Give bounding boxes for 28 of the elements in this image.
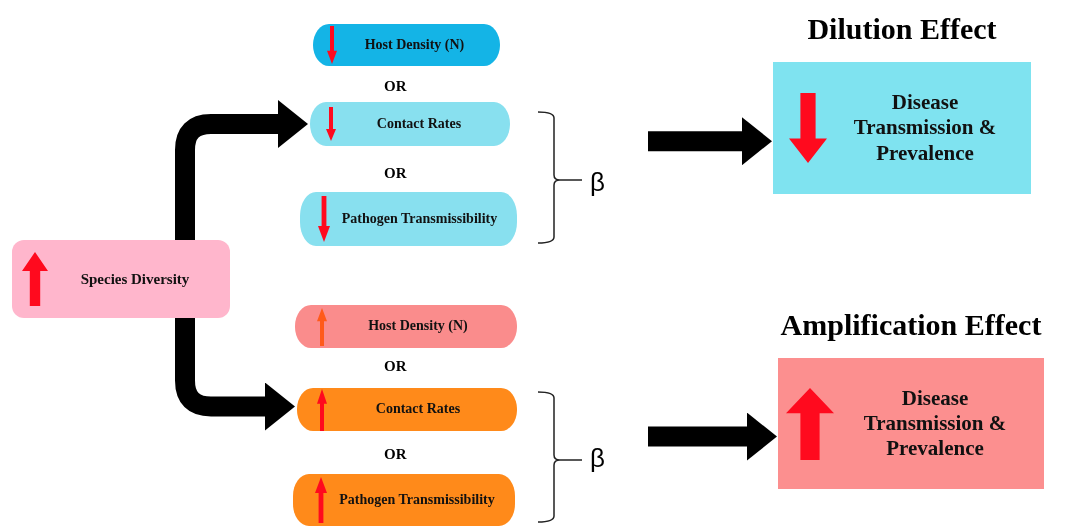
factor-pill [297, 388, 517, 431]
arrow [175, 318, 295, 431]
node-label: Pathogen Transmissibility [338, 491, 496, 509]
arrow [175, 100, 308, 240]
node-label: Contact Rates [374, 401, 462, 418]
factor-pill [300, 192, 517, 246]
connector-word: OR [384, 165, 407, 182]
connector-word: OR [384, 78, 407, 95]
arrow [648, 117, 772, 166]
node-label: Disease Transmission & Prevalence [862, 385, 1008, 462]
section-heading: Amplification Effect [780, 308, 1042, 342]
node-label: Disease Transmission & Prevalence [852, 90, 998, 166]
node-label: Host Density (N) [363, 36, 466, 54]
factor-pill [295, 305, 517, 348]
node-label: Species Diversity [79, 270, 191, 288]
factor-pill [310, 102, 510, 146]
factor-pill [293, 474, 515, 526]
driver-box [12, 240, 230, 318]
connector-word: OR [384, 446, 407, 463]
node-label: Pathogen Transmissibility [340, 210, 499, 228]
node-label: Host Density (N) [367, 318, 469, 335]
parameter-symbol: β [590, 167, 605, 198]
connector-word: OR [384, 358, 407, 375]
factor-pill [313, 24, 500, 66]
section-heading: Dilution Effect [807, 12, 997, 46]
arrow [648, 412, 777, 461]
node-label: Contact Rates [375, 115, 463, 133]
parameter-symbol: β [590, 443, 605, 474]
